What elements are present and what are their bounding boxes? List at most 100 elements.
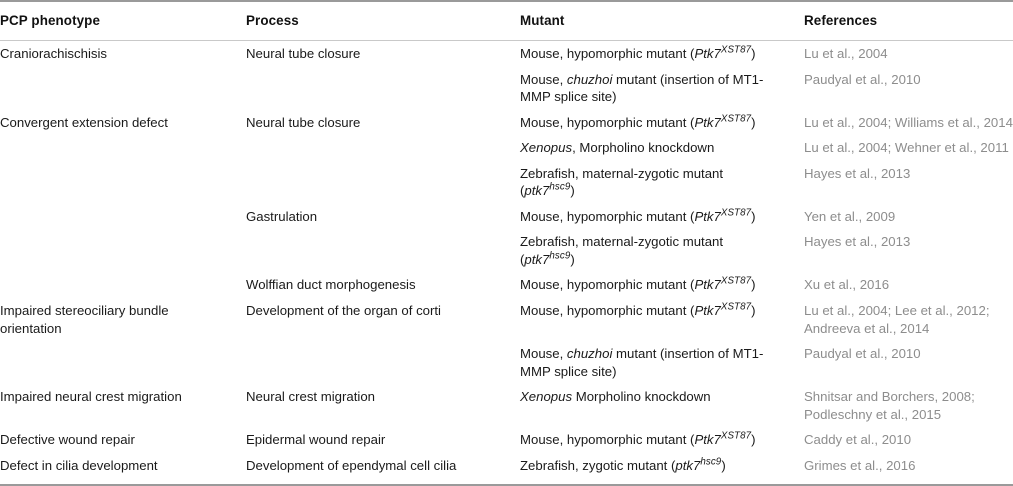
pcp-phenotype-text: Defect in cilia development [0, 457, 158, 473]
pcp-phenotype-text: Impaired neural crest migration [0, 389, 182, 405]
cell-references: Lu et al., 2004; Wehner et al., 2011 [787, 135, 1013, 161]
column-header-pcp-phenotype: PCP phenotype [0, 0, 229, 41]
reference-text: Hayes et al., 2013 [804, 165, 911, 181]
process-text: Neural tube closure [246, 46, 361, 61]
cell-pcp-phenotype: Convergent extension defect [0, 110, 229, 136]
cell-process: Development of ependymal cell cilia [229, 453, 503, 479]
cell-mutant: Mouse, hypomorphic mutant (Ptk7XST87) [503, 272, 787, 298]
allele-superscript: XST87 [720, 113, 752, 125]
cell-references: Yen et al., 2009 [787, 204, 1013, 230]
cell-mutant: Mouse, chuzhoi mutant (insertion of MT1-… [503, 67, 787, 110]
cell-mutant: Xenopus, Morpholino knockdown [503, 135, 787, 161]
process-text: Neural tube closure [246, 114, 361, 130]
cell-mutant: Zebrafish, maternal-zygotic mutant (ptk7… [503, 161, 787, 204]
column-header-pcp-phenotype-label: PCP phenotype [0, 13, 101, 28]
table-row: Zebrafish, maternal-zygotic mutant (ptk7… [0, 161, 1013, 204]
cell-references: Caddy et al., 2010 [787, 427, 1013, 453]
table-row: Impaired neural crest migration Neural cr… [0, 384, 1013, 427]
cell-references: Paudyal et al., 2010 [787, 341, 1013, 384]
cell-pcp-phenotype: Impaired neural crest migration [0, 384, 229, 427]
cell-pcp-phenotype [0, 229, 229, 272]
mutant-text: Mouse, hypomorphic mutant (Ptk7XST87) [520, 301, 756, 319]
table-row: Wolffian duct morphogenesis Mouse, hypomo… [0, 272, 1013, 298]
gene-symbol: ptk7 [524, 183, 550, 199]
cell-process [229, 161, 503, 204]
reference-text: Xu et al., 2016 [804, 277, 890, 293]
mutant-text: Mouse, hypomorphic mutant (Ptk7XST87) [520, 430, 756, 448]
cell-process: Neural tube closure [229, 41, 503, 67]
pcp-phenotype-text: Convergent extension defect [0, 114, 168, 130]
cell-process: Neural crest migration [229, 384, 503, 427]
allele-superscript: XST87 [720, 301, 752, 313]
cell-process: Wolffian duct morphogenesis [229, 272, 503, 298]
cell-pcp-phenotype: Defective wound repair [0, 427, 229, 453]
table-header: PCP phenotype Process Mutant References [0, 0, 1013, 41]
table-row: Zebrafish, maternal-zygotic mutant (ptk7… [0, 229, 1013, 272]
column-header-references-label: References [804, 13, 878, 28]
allele-superscript: XST87 [720, 207, 752, 219]
reference-text: Lu et al., 2004; Wehner et al., 2011 [804, 140, 1009, 156]
table-row: Mouse, chuzhoi mutant (insertion of MT1-… [0, 67, 1013, 110]
mutant-text: Mouse, hypomorphic mutant (Ptk7XST87) [520, 276, 756, 293]
cell-pcp-phenotype: Defect in cilia development [0, 453, 229, 479]
gene-symbol: ptk7 [524, 251, 550, 267]
reference-text: Lu et al., 2004; Williams et al., 2014 [804, 114, 1013, 130]
cell-mutant: Zebrafish, maternal-zygotic mutant (ptk7… [503, 229, 787, 272]
gene-symbol: Ptk7 [694, 46, 721, 61]
cell-process [229, 229, 503, 272]
pcp-phenotype-text: Defective wound repair [0, 432, 135, 448]
process-text: Neural crest migration [246, 389, 375, 405]
allele-superscript: XST87 [720, 44, 752, 56]
allele-superscript: hsc9 [549, 181, 571, 193]
cell-references: Hayes et al., 2013 [787, 161, 1013, 204]
cell-process: Gastrulation [229, 204, 503, 230]
allele-superscript: XST87 [720, 276, 752, 288]
mutant-text: Xenopus, Morpholino knockdown [520, 140, 715, 156]
cell-mutant: Xenopus Morpholino knockdown [503, 384, 787, 427]
cell-references: Shnitsar and Borchers, 2008; Podleschny … [787, 384, 1013, 427]
cell-process: Epidermal wound repair [229, 427, 503, 453]
gene-symbol: Ptk7 [694, 277, 721, 293]
reference-text: Grimes et al., 2016 [804, 457, 916, 473]
table-row: Defective wound repair Epidermal wound re… [0, 427, 1013, 453]
cell-mutant: Mouse, chuzhoi mutant (insertion of MT1-… [503, 341, 787, 384]
column-header-mutant: Mutant [503, 0, 787, 41]
gene-symbol: Ptk7 [694, 114, 721, 130]
mutant-text: Mouse, chuzhoi mutant (insertion of MT1-… [520, 346, 764, 379]
cell-references: Lu et al., 2004; Williams et al., 2014 [787, 110, 1013, 136]
cell-pcp-phenotype [0, 204, 229, 230]
process-text: Development of the organ of corti [246, 303, 441, 319]
process-text: Epidermal wound repair [246, 432, 386, 448]
table-row: Xenopus, Morpholino knockdown Lu et al., … [0, 135, 1013, 161]
column-header-mutant-label: Mutant [520, 13, 565, 28]
mutant-text: Mouse, hypomorphic mutant (Ptk7XST87) [520, 44, 756, 61]
mutant-text: Mouse, chuzhoi mutant (insertion of MT1-… [520, 71, 764, 105]
species-name: Xenopus [520, 140, 573, 156]
cell-process [229, 67, 503, 110]
pcp-phenotype-text: Impaired stereociliary bundle orientatio… [0, 303, 169, 336]
cell-references: Xu et al., 2016 [787, 272, 1013, 298]
cell-references: Paudyal et al., 2010 [787, 67, 1013, 110]
mutant-text: Mouse, hypomorphic mutant (Ptk7XST87) [520, 113, 756, 130]
column-header-references: References [787, 0, 1013, 41]
cell-mutant: Mouse, hypomorphic mutant (Ptk7XST87) [503, 110, 787, 136]
cell-pcp-phenotype: Craniorachischisis [0, 41, 229, 67]
cell-pcp-phenotype: Impaired stereociliary bundle orientatio… [0, 298, 229, 341]
table-row: Mouse, chuzhoi mutant (insertion of MT1-… [0, 341, 1013, 384]
reference-text: Hayes et al., 2013 [804, 234, 911, 250]
gene-symbol: Ptk7 [694, 303, 721, 319]
cell-pcp-phenotype [0, 341, 229, 384]
table-row: Defect in cilia development Development o… [0, 453, 1013, 479]
cell-references: Grimes et al., 2016 [787, 453, 1013, 479]
cell-pcp-phenotype [0, 135, 229, 161]
cell-mutant: Zebrafish, zygotic mutant (ptk7hsc9) [503, 453, 787, 479]
table-row: Impaired stereociliary bundle orientatio… [0, 298, 1013, 341]
table-row: Craniorachischisis Neural tube closure Mou… [0, 41, 1013, 67]
cell-pcp-phenotype [0, 161, 229, 204]
cell-mutant: Mouse, hypomorphic mutant (Ptk7XST87) [503, 427, 787, 453]
cell-pcp-phenotype [0, 67, 229, 110]
